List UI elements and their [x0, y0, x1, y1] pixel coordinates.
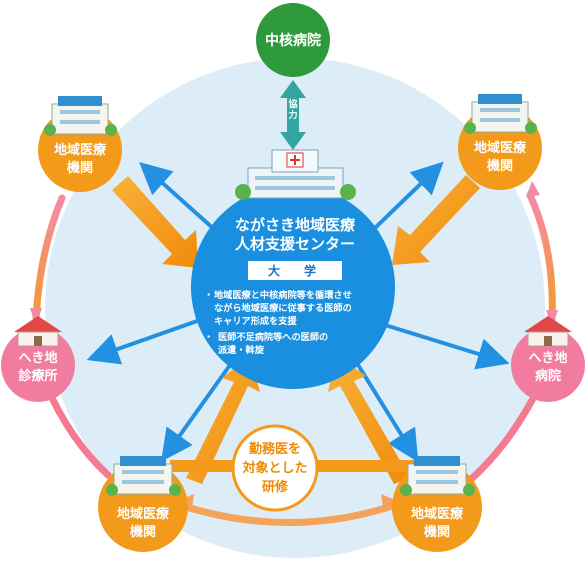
arrow-topleft-to-center — [112, 176, 198, 268]
hospital-building-icon — [400, 456, 475, 496]
hospital-building-icon — [106, 456, 181, 496]
arrow-topright-to-center — [392, 175, 480, 265]
arrow-center-to-left — [86, 318, 201, 365]
center-bullets: ・地域医療と中核病院等を循環させ ながら地域医療に従事する医師の キャリア形成を… — [204, 289, 388, 360]
training-circle — [231, 424, 319, 512]
hospital-building-icon — [235, 149, 356, 200]
ring-arrow-topright-right — [526, 191, 556, 324]
bullet-item: ・地域医療と中核病院等を循環させ ながら地域医療に従事する医師の キャリア形成を… — [204, 290, 352, 327]
ring-arrow-topleft-left — [32, 194, 66, 322]
arrow-center-to-bottomleft — [161, 363, 232, 462]
arrow-center-to-right — [384, 323, 510, 370]
clinic-building-icon — [524, 316, 572, 347]
bullet-item: ・医師不足病院等への医師の 派遣・斡旋 — [204, 332, 329, 356]
hub-hospital-circle — [256, 3, 330, 77]
cooperation-label: 協 力 — [288, 100, 298, 121]
arrow-bottomleft-to-center — [186, 356, 260, 484]
university-label: 大 学 — [248, 261, 342, 280]
center-circle — [191, 185, 395, 389]
hospital-building-icon — [464, 94, 537, 134]
cooperation-arrow — [280, 80, 306, 150]
ring-arrow-bottom — [176, 501, 399, 526]
training-label: 勤務医を 対象とした 研修 — [242, 441, 308, 495]
clinic-building-icon — [14, 316, 62, 347]
arrow-center-to-topleft — [139, 161, 217, 232]
arrow-center-to-topright — [373, 161, 444, 230]
hospital-building-icon — [44, 96, 117, 136]
orange-arrows — [112, 175, 480, 484]
arrow-bottomright-to-center — [328, 355, 410, 484]
